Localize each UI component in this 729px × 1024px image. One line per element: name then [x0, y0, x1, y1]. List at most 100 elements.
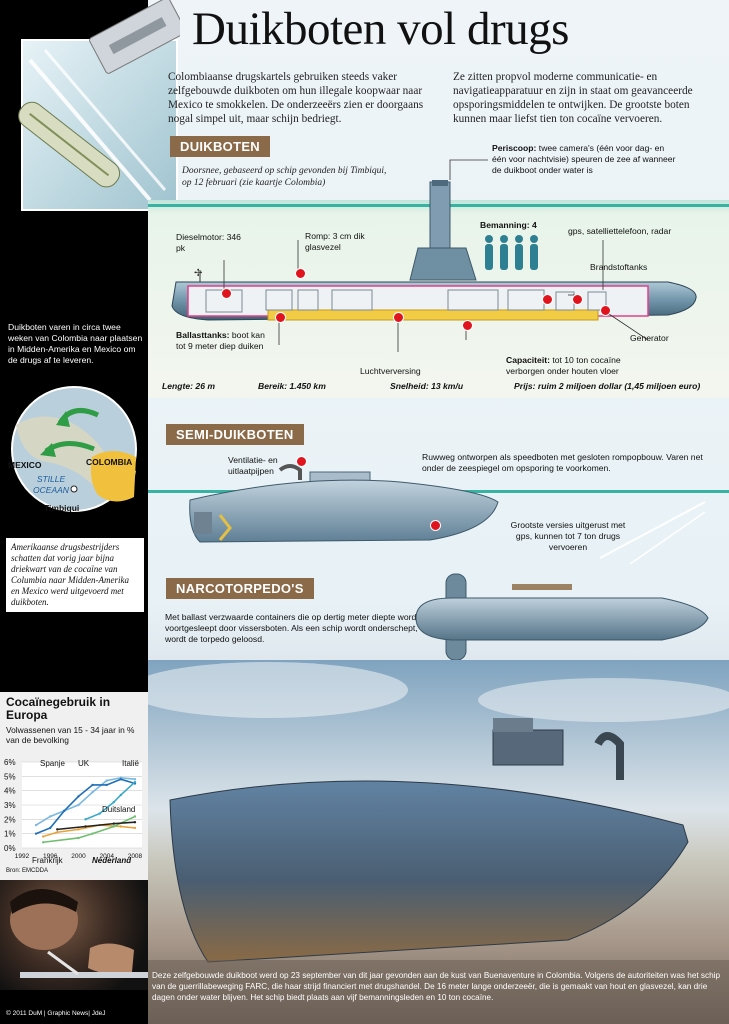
stat-bereik: Bereik: 1.450 km: [258, 381, 326, 391]
data-point: [133, 815, 137, 818]
drug-illustration: [0, 0, 187, 225]
copyright: © 2011 DuM | Graphic News| JdeJ: [6, 1010, 106, 1017]
legend-italie: Italië: [122, 759, 139, 768]
map-label-timbiqui: Timbiqui: [44, 503, 80, 513]
capaciteit-label: Capaciteit: tot 10 ton cocaïne verborgen…: [506, 355, 621, 376]
data-point: [56, 828, 59, 831]
data-point: [41, 841, 45, 844]
data-point: [133, 821, 137, 824]
x-tick-label: 2008: [128, 853, 143, 860]
marker-lucht: [393, 312, 404, 323]
intro-left: Colombiaanse drugskartels gebruiken stee…: [168, 71, 424, 125]
data-point: [119, 825, 123, 828]
x-tick-label: 1992: [15, 853, 30, 860]
submarine-cross-section: ✢: [171, 180, 697, 321]
x-tick-label: 1996: [43, 853, 58, 860]
data-point: [91, 832, 94, 835]
photo: [148, 660, 729, 1024]
data-point: [105, 783, 108, 787]
crew-icons: [485, 235, 538, 270]
data-point: [105, 779, 108, 782]
narco-description: Met ballast verzwaarde containers die op…: [165, 612, 426, 644]
data-point: [112, 825, 115, 828]
marker-ballast: [275, 312, 286, 323]
data-point: [133, 826, 137, 830]
data-point: [91, 790, 94, 794]
photo-caption: Deze zelfgebouwde duikboot werd op 23 se…: [152, 971, 721, 1002]
data-point: [112, 822, 115, 825]
gps-label: gps, satelliettelefoon, radar: [568, 226, 672, 236]
intro-right: Ze zitten propvol moderne communicatie- …: [453, 71, 693, 125]
map-label-mexico: MEXICO: [8, 460, 42, 470]
marker-grootste: [430, 520, 441, 531]
data-point: [77, 803, 80, 807]
svg-text:✢: ✢: [194, 268, 202, 279]
dieselmotor-label: Dieselmotor: 346 pk: [176, 232, 241, 253]
page-title: Duikboten vol drugs: [192, 3, 569, 55]
info-note: Amerikaanse drugsbestrijders schatten da…: [6, 538, 144, 612]
marker-ventilatie: [296, 456, 307, 467]
wake-lines: [599, 501, 706, 565]
person-photo: [0, 880, 148, 990]
marker-diesel: [221, 288, 232, 299]
data-point: [91, 783, 94, 787]
chart-title: Cocaïnegebruik in Europa: [6, 695, 111, 722]
y-tick-label: 1%: [4, 830, 16, 839]
semi-description: Ruwweg ontworpen als speedboten met gesl…: [422, 452, 703, 473]
data-point: [119, 778, 123, 781]
beached-submarine-photo: [148, 662, 729, 1024]
data-point: [84, 825, 87, 828]
y-tick-label: 2%: [4, 815, 16, 824]
data-point: [77, 836, 80, 840]
route-text: Duikboten varen in circa twee weken van …: [8, 322, 143, 365]
map-label-ocean: STILLE OCEAAN: [33, 474, 69, 495]
data-point: [56, 831, 59, 834]
section-heading-duikboten: DUIKBOTEN: [170, 136, 270, 157]
duikboten-subtitle: Doorsnee, gebaseerd op schip gevonden bi…: [182, 166, 387, 188]
data-point: [49, 826, 52, 830]
data-point: [112, 800, 115, 804]
romp-label: Romp: 3 cm dik glasvezel: [305, 231, 365, 252]
marker-gps: [542, 294, 553, 305]
stat-lengte: Lengte: 26 m: [162, 381, 216, 391]
periscoop-label: Periscoop: twee camera's (één voor dag- …: [492, 143, 676, 175]
x-tick-label: 2004: [99, 853, 114, 860]
data-point: [77, 795, 80, 798]
data-point: [119, 793, 123, 797]
series-line-uk: [35, 778, 136, 835]
y-tick-label: 0%: [4, 844, 16, 853]
lucht-label: Luchtverversing: [360, 366, 421, 376]
y-tick-label: 4%: [4, 787, 16, 796]
brandstof-label: Brandstoftanks: [590, 262, 648, 272]
data-point: [84, 818, 87, 821]
bemanning-label: Bemanning: 4: [480, 220, 537, 230]
data-point: [34, 832, 38, 835]
legend-duitsland: Duitsland: [102, 805, 136, 814]
data-point: [63, 809, 66, 812]
mirror-razor-illustration: [18, 0, 187, 211]
stat-snelheid: Snelheid: 13 km/u: [390, 381, 464, 391]
y-tick-label: 5%: [4, 772, 16, 781]
map: [11, 386, 137, 512]
data-point: [98, 812, 101, 815]
marker-capaciteit: [462, 320, 473, 331]
section-heading-narco: NARCOTORPEDO'S: [166, 578, 314, 599]
series-line-nederland: [57, 821, 135, 831]
map-label-colombia: COLOMBIA: [86, 457, 133, 467]
y-tick-label: 3%: [4, 801, 16, 810]
grootste-label: Grootste versies uitgerust met gps, kunn…: [510, 520, 626, 552]
marker-romp: [295, 268, 306, 279]
data-point: [77, 828, 80, 831]
ballast-label: Ballasttanks: boot kan tot 9 meter diep …: [176, 330, 265, 351]
ventilatie-label: Ventilatie- en uitlaatpijpen: [228, 455, 278, 476]
data-point: [133, 780, 137, 784]
torpedo: [415, 573, 709, 661]
marker-brandstof: [572, 294, 583, 305]
semi-submarine: [189, 464, 499, 543]
data-point: [49, 815, 52, 818]
legend-uk: UK: [78, 759, 90, 768]
y-tick-label: 6%: [4, 758, 16, 767]
data-point: [34, 823, 38, 827]
chart-subtitle: Volwassenen van 15 - 34 jaar in % van de…: [6, 725, 135, 745]
